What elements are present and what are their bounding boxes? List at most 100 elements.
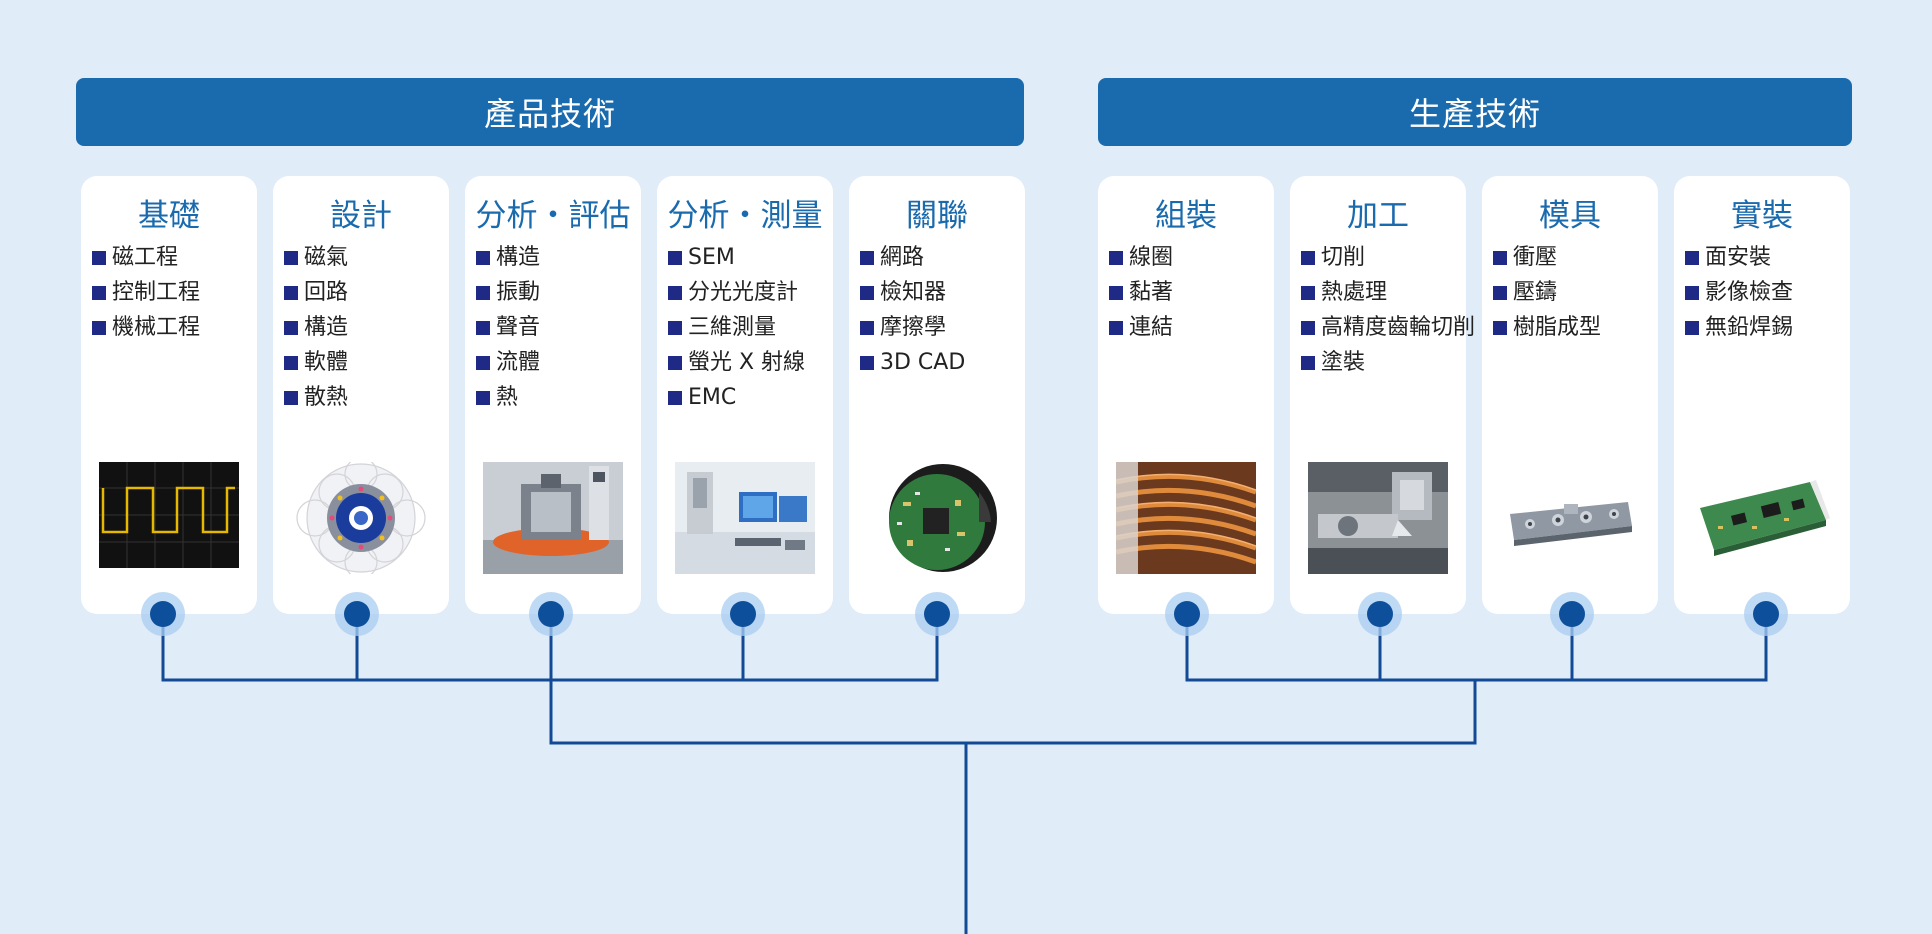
connector-dot xyxy=(529,592,573,636)
bullet-square-icon xyxy=(476,285,490,300)
bullet-square-icon xyxy=(860,355,874,370)
card-analysis-measurement: 分析・測量 SEM 分光光度計 三維測量 螢光 X 射線 EMC xyxy=(657,176,833,614)
machining-image xyxy=(1308,462,1448,574)
pcb-image xyxy=(1700,480,1830,556)
bullet-square-icon xyxy=(668,390,682,405)
bullet-square-icon xyxy=(1493,250,1507,265)
bullet-square-icon xyxy=(284,285,298,300)
connector-dot xyxy=(1550,592,1594,636)
item-list: 構造 振動 聲音 流體 熱 xyxy=(465,240,641,415)
connector-dot xyxy=(915,592,959,636)
card-title: 加工 xyxy=(1347,198,1409,234)
card-processing: 加工 切削 熱處理 高精度齒輪切削 塗裝 xyxy=(1290,176,1475,614)
bullet-square-icon xyxy=(668,285,682,300)
list-item: 切削 xyxy=(1301,240,1466,275)
bullet-square-icon xyxy=(1301,250,1315,265)
bullet-square-icon xyxy=(284,320,298,335)
bullet-square-icon xyxy=(1493,285,1507,300)
item-list: 切削 熱處理 高精度齒輪切削 塗裝 xyxy=(1290,240,1475,380)
bullet-square-icon xyxy=(668,355,682,370)
list-item: EMC xyxy=(668,380,833,415)
list-item: 螢光 X 射線 xyxy=(668,345,833,380)
list-item: 回路 xyxy=(284,275,449,310)
test-rig-image xyxy=(483,462,623,574)
list-item: 聲音 xyxy=(476,310,641,345)
card-assembly: 組裝 線圈 黏著 連結 xyxy=(1098,176,1274,614)
list-item: 塗裝 xyxy=(1301,345,1466,380)
copper-coil-image xyxy=(1116,462,1256,574)
list-item: 軟體 xyxy=(284,345,449,380)
card-title: 設計 xyxy=(330,198,392,234)
bullet-square-icon xyxy=(1493,320,1507,335)
card-title: 模具 xyxy=(1539,198,1601,234)
connector-dot xyxy=(1165,592,1209,636)
list-item: 構造 xyxy=(284,310,449,345)
bullet-square-icon xyxy=(1301,355,1315,370)
card-title: 實裝 xyxy=(1731,198,1793,234)
list-item: 樹脂成型 xyxy=(1493,310,1658,345)
oscilloscope-image xyxy=(99,462,239,568)
bullet-square-icon xyxy=(284,250,298,265)
list-item: 磁工程 xyxy=(92,240,257,275)
bullet-square-icon xyxy=(1109,320,1123,335)
list-item: 機械工程 xyxy=(92,310,257,345)
bullet-square-icon xyxy=(860,250,874,265)
bullet-square-icon xyxy=(668,320,682,335)
bullet-square-icon xyxy=(284,355,298,370)
product-technology-banner: 產品技術 xyxy=(76,78,1024,146)
card-related: 關聯 網路 檢知器 摩擦學 3D CAD xyxy=(849,176,1025,614)
bullet-square-icon xyxy=(1301,285,1315,300)
card-title: 分析・測量 xyxy=(667,198,823,234)
bullet-square-icon xyxy=(476,320,490,335)
list-item: SEM xyxy=(668,240,833,275)
list-item: 分光光度計 xyxy=(668,275,833,310)
list-item: 高精度齒輪切削 xyxy=(1301,310,1475,345)
list-item: 壓鑄 xyxy=(1493,275,1658,310)
list-item: 流體 xyxy=(476,345,641,380)
bullet-square-icon xyxy=(1685,285,1699,300)
magnetic-field-image xyxy=(296,462,426,574)
connector-dot xyxy=(721,592,765,636)
list-item: 熱 xyxy=(476,380,641,415)
bullet-square-icon xyxy=(1109,285,1123,300)
card-title: 分析・評估 xyxy=(475,198,631,234)
encoder-board-image xyxy=(889,464,997,572)
connector-dot xyxy=(1358,592,1402,636)
connector-dot xyxy=(335,592,379,636)
connector-lines xyxy=(161,614,1768,934)
bullet-square-icon xyxy=(476,390,490,405)
list-item: 3D CAD xyxy=(860,345,1025,380)
bullet-square-icon xyxy=(1109,250,1123,265)
card-mounting: 實裝 面安裝 影像檢查 無鉛焊錫 xyxy=(1674,176,1850,614)
bullet-square-icon xyxy=(92,285,106,300)
bullet-square-icon xyxy=(476,250,490,265)
connector-dot xyxy=(141,592,185,636)
connector-dot xyxy=(1744,592,1788,636)
list-item: 構造 xyxy=(476,240,641,275)
bullet-square-icon xyxy=(860,285,874,300)
card-basics: 基礎 磁工程 控制工程 機械工程 xyxy=(81,176,257,614)
bullet-square-icon xyxy=(92,250,106,265)
list-item: 面安裝 xyxy=(1685,240,1850,275)
card-analysis-evaluation: 分析・評估 構造 振動 聲音 流體 熱 xyxy=(465,176,641,614)
card-title: 基礎 xyxy=(138,198,200,234)
card-title: 關聯 xyxy=(906,198,968,234)
list-item: 振動 xyxy=(476,275,641,310)
list-item: 檢知器 xyxy=(860,275,1025,310)
item-list: 磁氣 回路 構造 軟體 散熱 xyxy=(273,240,449,415)
list-item: 線圈 xyxy=(1109,240,1274,275)
list-item: 連結 xyxy=(1109,310,1274,345)
list-item: 摩擦學 xyxy=(860,310,1025,345)
list-item: 黏著 xyxy=(1109,275,1274,310)
bullet-square-icon xyxy=(1685,250,1699,265)
card-molding: 模具 衝壓 壓鑄 樹脂成型 xyxy=(1482,176,1658,614)
list-item: 網路 xyxy=(860,240,1025,275)
list-item: 三維測量 xyxy=(668,310,833,345)
list-item: 熱處理 xyxy=(1301,275,1466,310)
item-list: 面安裝 影像檢查 無鉛焊錫 xyxy=(1674,240,1850,345)
list-item: 控制工程 xyxy=(92,275,257,310)
bullet-square-icon xyxy=(860,320,874,335)
list-item: 無鉛焊錫 xyxy=(1685,310,1850,345)
item-list: 網路 檢知器 摩擦學 3D CAD xyxy=(849,240,1025,380)
